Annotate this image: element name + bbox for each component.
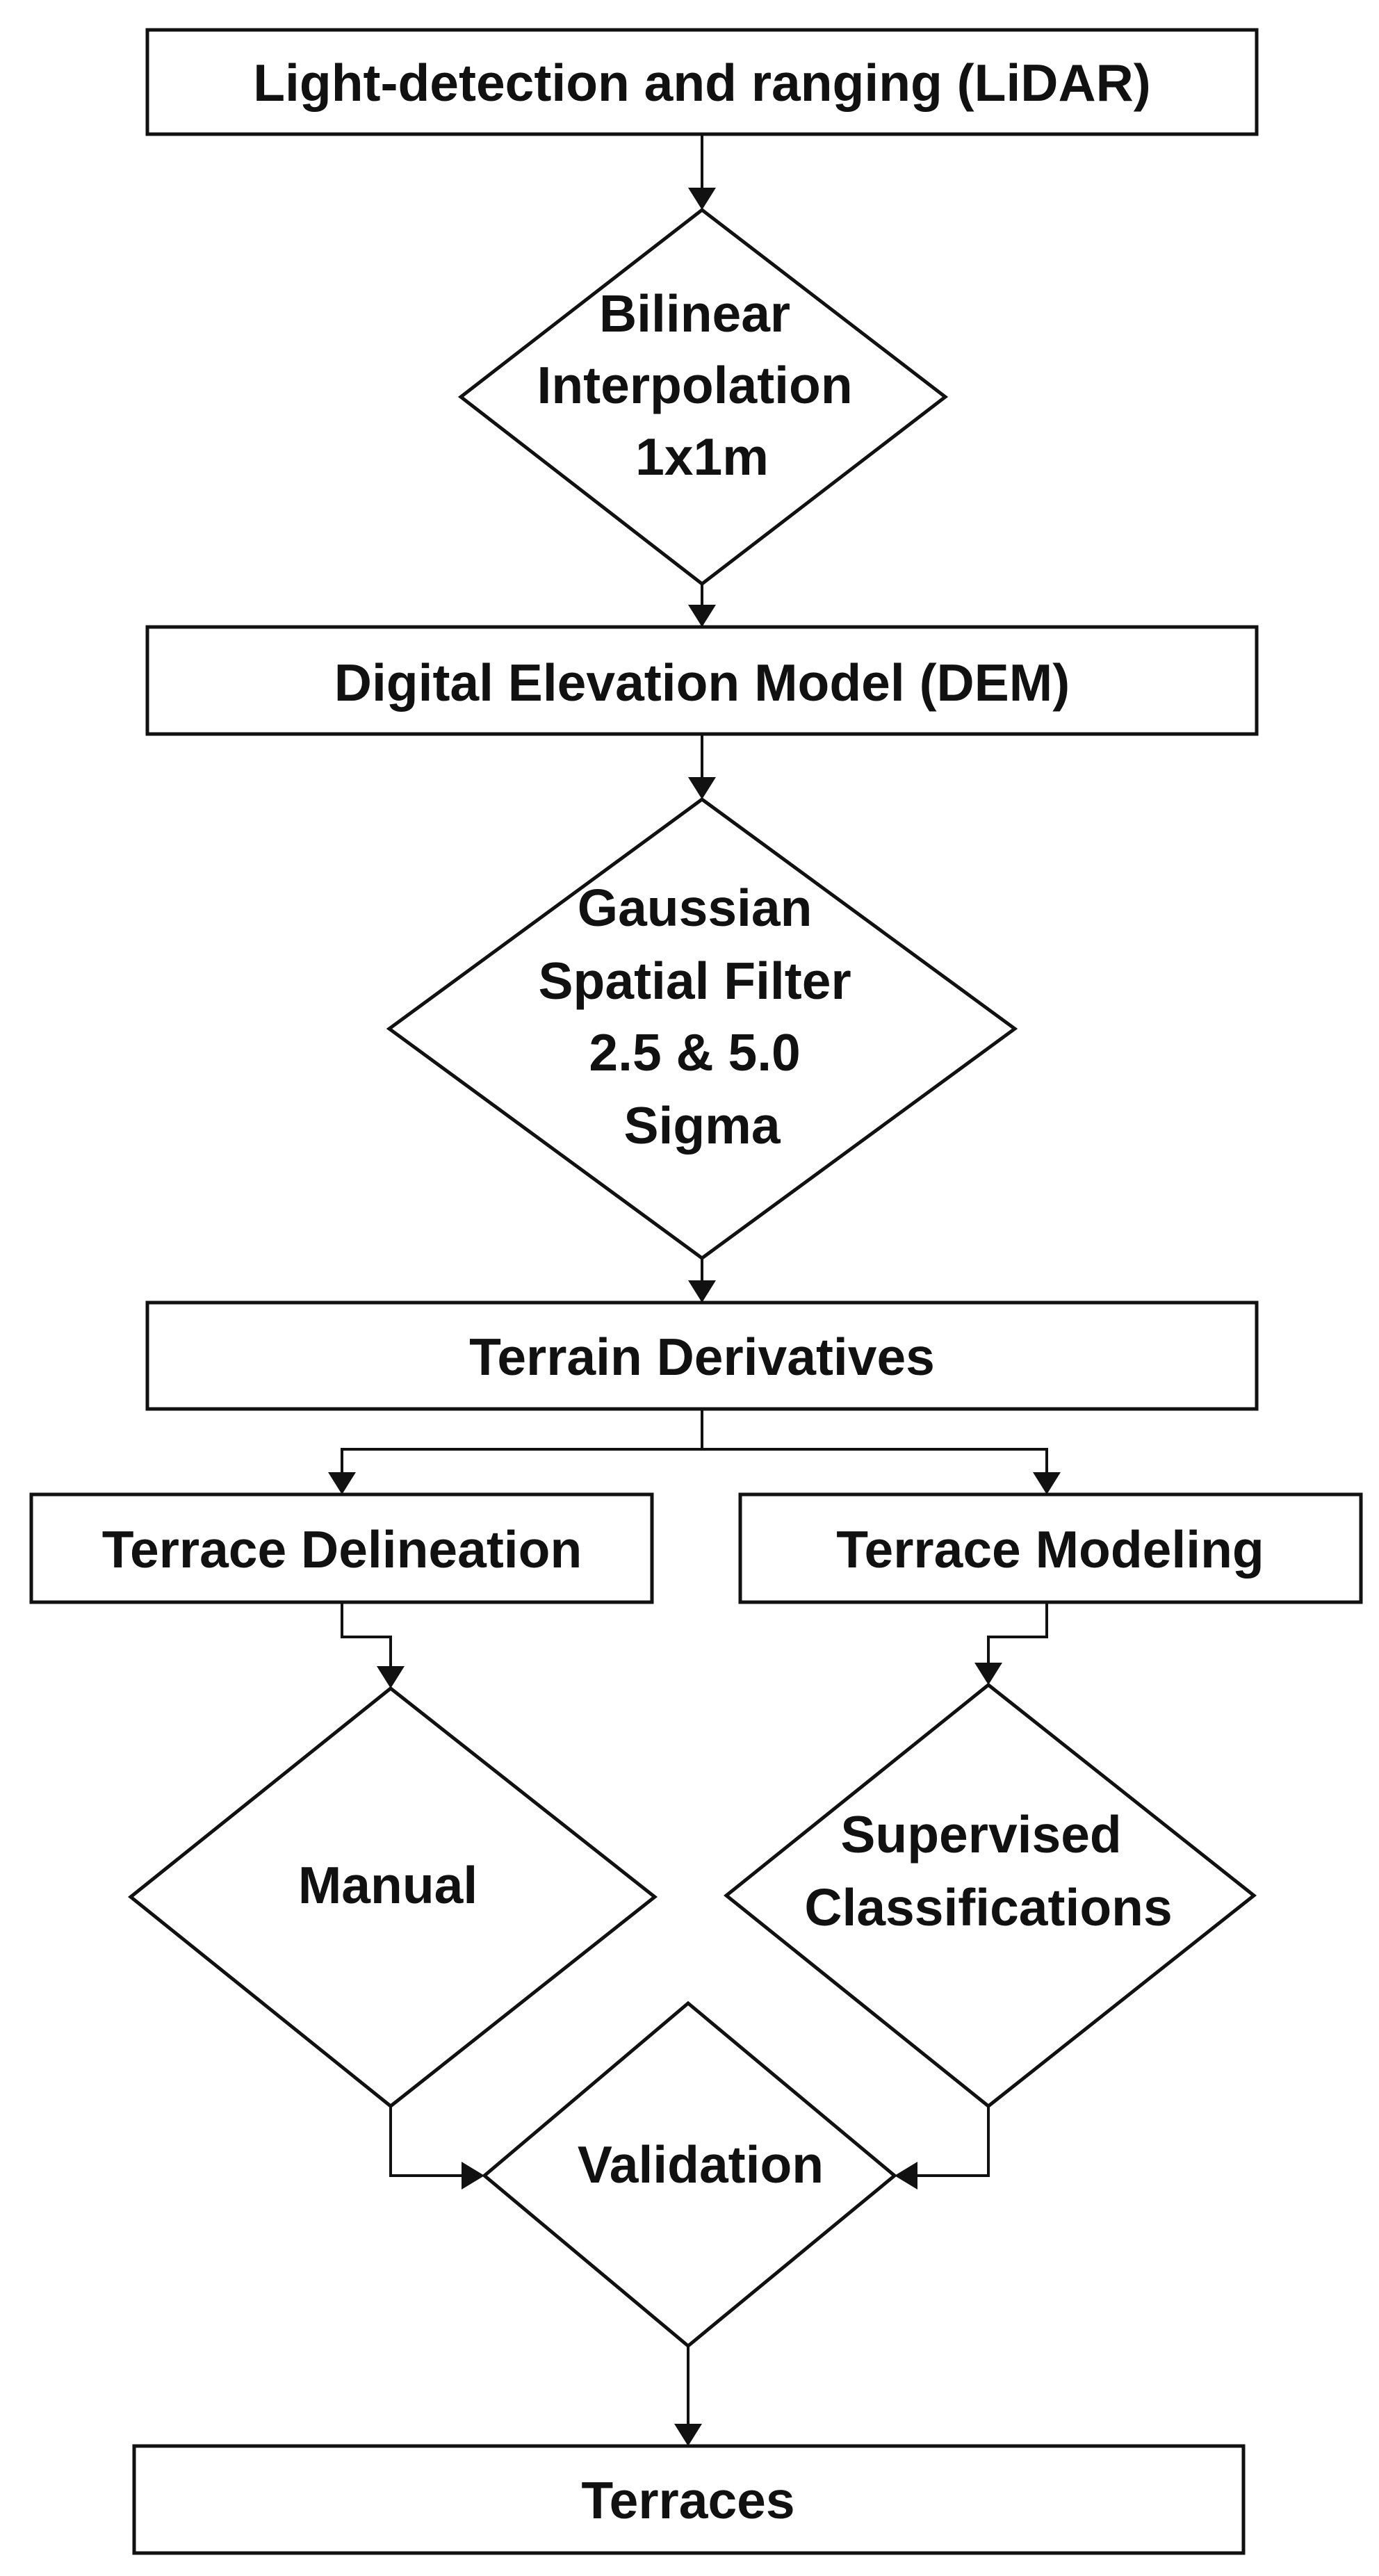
box-delineation <box>29 1492 654 1604</box>
connectors <box>328 134 1061 2446</box>
label-bilinear: Bilinear Interpolation 1x1m <box>537 284 867 486</box>
arrowhead-dem <box>688 605 716 627</box>
edge-delineation-manual <box>341 1602 392 1668</box>
label-terrain: Terrain Derivatives <box>469 1328 935 1386</box>
node-manual: Manual <box>128 1686 658 2109</box>
label-bilinear-line-2: Interpolation <box>537 356 853 414</box>
label-dem: Digital Elevation Model (DEM) <box>334 653 1070 712</box>
label-gaussian-line-2: Spatial Filter <box>539 952 851 1010</box>
edge-manual-validation <box>389 2106 462 2177</box>
node-modeling: Terrace Modeling <box>738 1492 1363 1604</box>
label-terraces: Terraces <box>581 2471 794 2529</box>
label-supervised-line-1: Supervised <box>840 1805 1121 1864</box>
arrowhead-supervised <box>974 1663 1002 1685</box>
label-gaussian-line-1: Gaussian <box>578 879 813 937</box>
edge-supervised-validation <box>916 2106 990 2177</box>
label-bilinear-line-3: 1x1m <box>635 427 769 486</box>
arrowhead-delineation <box>328 1472 356 1494</box>
node-validation: Validation <box>482 2000 897 2349</box>
arrowhead-validation-left <box>462 2162 484 2190</box>
diamond-gaussian <box>386 797 1018 1261</box>
diamond-manual <box>128 1686 658 2109</box>
arrowhead-validation-right <box>895 2162 917 2190</box>
diamond-bilinear <box>457 207 949 587</box>
node-supervised: Supervised Classifications <box>724 1682 1257 2109</box>
label-delineation: Terrace Delineation <box>102 1520 582 1579</box>
diamond-validation <box>482 2000 897 2349</box>
label-lidar: Light-detection and ranging (LiDAR) <box>253 54 1151 112</box>
arrowhead-modeling <box>1033 1472 1061 1494</box>
diamond-supervised <box>724 1682 1257 2109</box>
box-modeling <box>738 1492 1363 1604</box>
edge-terrain-split <box>341 1409 1048 1474</box>
node-lidar: Light-detection and ranging (LiDAR) <box>145 28 1259 136</box>
arrowhead-bilinear <box>688 188 716 210</box>
label-validation: Validation <box>578 2135 824 2194</box>
node-bilinear: Bilinear Interpolation 1x1m <box>457 207 949 587</box>
node-dem: Digital Elevation Model (DEM) <box>145 625 1259 736</box>
node-delineation: Terrace Delineation <box>29 1492 654 1604</box>
label-supervised: Supervised Classifications <box>804 1805 1172 1937</box>
arrowhead-terrain <box>688 1280 716 1303</box>
edge-modeling-supervised <box>987 1602 1048 1665</box>
label-manual: Manual <box>298 1856 478 1914</box>
arrowhead-gaussian <box>688 777 716 799</box>
label-supervised-line-2: Classifications <box>804 1878 1172 1937</box>
arrowhead-manual <box>377 1666 405 1688</box>
arrowhead-terraces <box>674 2424 702 2446</box>
node-gaussian: Gaussian Spatial Filter 2.5 & 5.0 Sigma <box>386 797 1018 1261</box>
label-modeling: Terrace Modeling <box>836 1520 1264 1579</box>
box-dem <box>145 625 1259 736</box>
box-lidar <box>145 28 1259 136</box>
box-terraces <box>132 2444 1246 2555</box>
label-gaussian-line-4: Sigma <box>623 1096 781 1155</box>
box-terrain <box>145 1301 1259 1411</box>
label-gaussian: Gaussian Spatial Filter 2.5 & 5.0 Sigma <box>539 879 866 1155</box>
label-bilinear-line-1: Bilinear <box>599 284 790 343</box>
node-terraces: Terraces <box>132 2444 1246 2555</box>
label-gaussian-line-3: 2.5 & 5.0 <box>589 1023 800 1082</box>
node-terrain: Terrain Derivatives <box>145 1301 1259 1411</box>
